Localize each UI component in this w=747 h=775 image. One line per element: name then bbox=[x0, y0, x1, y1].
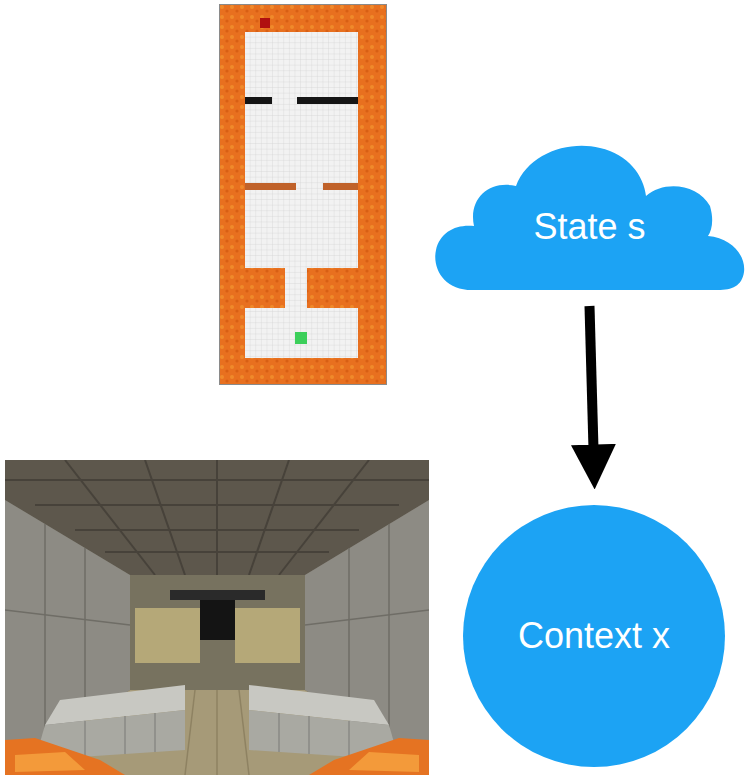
state-cloud: State s bbox=[432, 140, 747, 292]
maze-map bbox=[219, 4, 387, 385]
first-person-view bbox=[5, 460, 429, 775]
arrow-connector bbox=[590, 306, 595, 467]
node-label: State s bbox=[533, 206, 645, 248]
context-circle: Context x bbox=[463, 505, 725, 767]
node-label: Context x bbox=[518, 615, 670, 657]
